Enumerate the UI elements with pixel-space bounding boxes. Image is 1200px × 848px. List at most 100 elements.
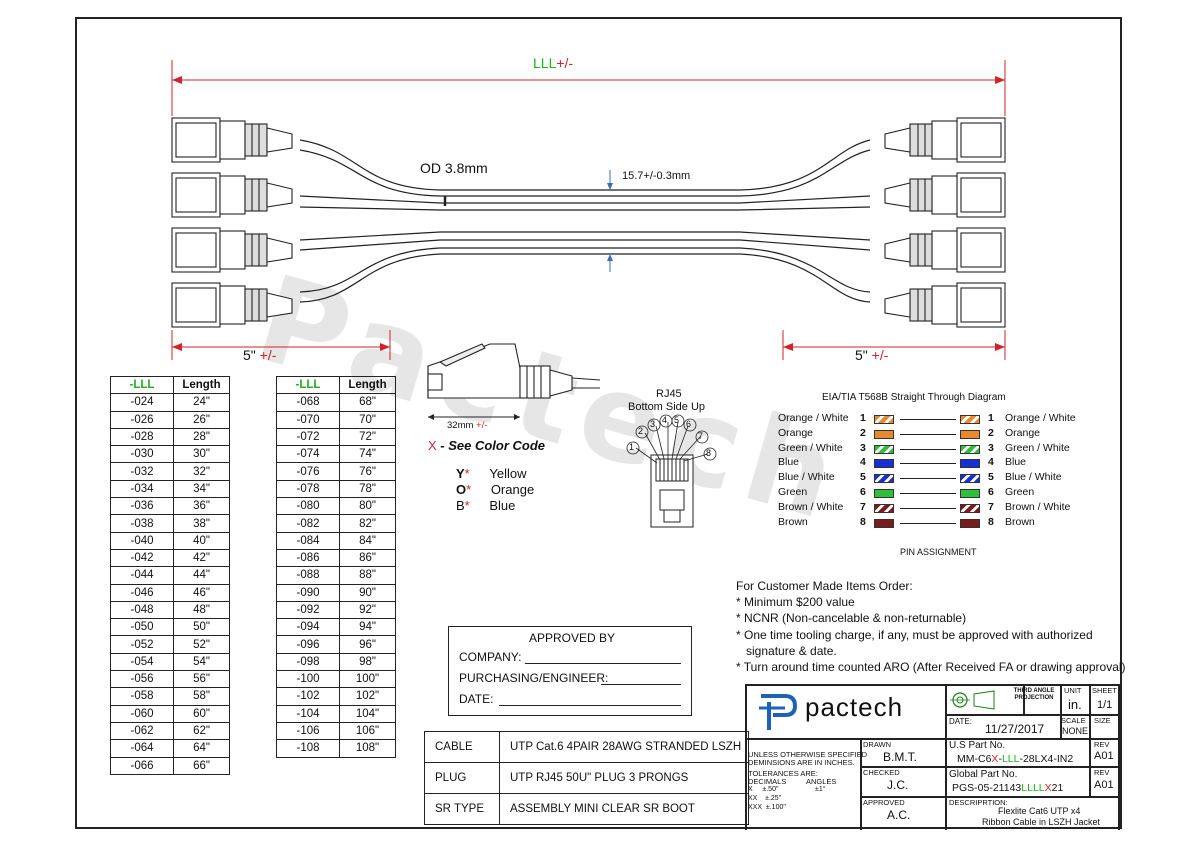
length-code-cell: -074	[276, 445, 340, 464]
pactech-logo-text: pactech	[805, 692, 904, 722]
length-value-cell: 108"	[339, 739, 396, 758]
wire-swatch-left	[874, 474, 894, 484]
length-code-cell: -102	[276, 687, 340, 706]
approval-company-line[interactable]	[525, 663, 681, 664]
tolerance-header: UNLESS OTHERWISE SPECIFIED DEMINSIONS AR…	[748, 750, 868, 767]
color-code-x: X	[428, 438, 437, 453]
wire-label-right: Orange	[1005, 426, 1041, 439]
note-line: * Minimum $200 value	[736, 595, 855, 610]
rj45-pin-4: 4	[662, 415, 668, 425]
decimals-label: DECIMALS	[748, 777, 787, 786]
length-value-cell: 64"	[173, 739, 230, 758]
rev-label: REV	[1094, 740, 1110, 749]
pin-number-right: 6	[988, 486, 994, 498]
column-header: Length	[173, 375, 230, 395]
us-part-label: U.S Part No.	[949, 740, 1006, 751]
note-line: For Customer Made Items Order:	[736, 579, 913, 593]
spec-value: UTP RJ45 50U" PLUG 3 PRONGS	[499, 762, 749, 794]
approval-date-label: DATE:	[459, 692, 494, 706]
length-code-cell: -056	[110, 670, 174, 689]
wire-label-left: Orange / White	[778, 412, 849, 424]
spec-label: CABLE	[424, 731, 500, 763]
color-code-item-orange: O* Orange	[456, 482, 534, 497]
angles-label: ANGLES	[806, 777, 837, 786]
plug-length-tolerance: +/-	[476, 420, 488, 431]
note-line: * Turn around time counted ARO (After Re…	[736, 660, 1126, 675]
length-value-cell: 68"	[339, 393, 396, 412]
wire-swatch-right	[960, 444, 980, 454]
length-code-cell: -028	[110, 427, 174, 447]
tolerances-label: TOLERANCES ARE:	[748, 769, 818, 778]
length-value-cell: 90"	[339, 583, 396, 602]
length-code-cell: -090	[276, 583, 340, 602]
color-code-item-yellow: Y* Yellow	[456, 466, 526, 481]
length-value-cell: 34"	[173, 479, 230, 499]
column-header: Length	[339, 375, 396, 395]
pin-number-left: 4	[860, 456, 866, 469]
length-value-cell: 78"	[339, 479, 396, 499]
column-header: -LLL	[110, 375, 174, 395]
rj45-pin-2: 2	[638, 426, 644, 436]
length-value-cell: 96"	[339, 635, 396, 654]
length-code-cell: -080	[276, 497, 340, 516]
length-value-cell: 76"	[339, 462, 396, 481]
projection-symbol-icon	[950, 690, 995, 710]
length-code-cell: -082	[276, 514, 340, 533]
approval-purchasing-line[interactable]	[601, 684, 681, 685]
pin-number-right: 1	[988, 412, 994, 424]
us-part-suffix: -28LX4-IN2	[1019, 753, 1074, 765]
length-value-cell: 44"	[173, 566, 230, 585]
table-row: CABLE UTP Cat.6 4PAIR 28AWG STRANDED LSZ…	[424, 731, 749, 763]
wire-swatch-right	[960, 489, 980, 498]
approval-date-line[interactable]	[499, 705, 681, 706]
approval-title: APPROVED BY	[529, 631, 616, 645]
length-value-cell: 74"	[339, 445, 396, 464]
table-row: PLUG UTP RJ45 50U" PLUG 3 PRONGS	[424, 762, 749, 794]
plug-length-value: 32mm	[447, 420, 474, 431]
length-code-cell: -040	[110, 531, 174, 550]
approved-label: APPROVED	[863, 798, 905, 807]
wire-swatch-right	[960, 518, 980, 528]
wire-swatch-left	[874, 429, 894, 439]
wire-swatch-right	[960, 459, 980, 469]
pin-number-right: 2	[988, 426, 994, 439]
spec-value: UTP Cat.6 4PAIR 28AWG STRANDED LSZH	[499, 731, 749, 763]
length-code-cell: -048	[110, 600, 174, 620]
order-notes: For Customer Made Items Order: * Minimum…	[736, 578, 1126, 675]
length-value-cell: 62"	[173, 721, 230, 741]
wire-swatch-left	[874, 503, 894, 513]
global-part-x: X	[1044, 782, 1052, 794]
global-part-lll: LLLL	[1021, 782, 1045, 794]
color-code-star: *	[464, 466, 470, 481]
length-value-cell: 26"	[173, 410, 230, 429]
drawn-value: B.M.T.	[883, 750, 918, 764]
wire-swatch-right	[960, 503, 980, 513]
unit-label: UNIT	[1064, 686, 1082, 695]
rev2-value: A01	[1094, 779, 1114, 791]
note-line: * NCNR (Non-cancelable & non-returnable)	[736, 611, 967, 626]
length-code-cell: -108	[276, 739, 340, 758]
length-value-cell: 54"	[173, 652, 230, 672]
note-line: * One time tooling charge, if any, must …	[736, 627, 1093, 642]
left-breakout-label: 5" +/-	[243, 347, 276, 363]
rev-value: A01	[1094, 750, 1114, 762]
length-code-cell: -054	[110, 652, 174, 672]
pin-assignment-label: PIN ASSIGNMENT	[900, 547, 977, 557]
drawing-frame	[75, 17, 1122, 829]
overall-length-value: LLL	[533, 55, 557, 71]
